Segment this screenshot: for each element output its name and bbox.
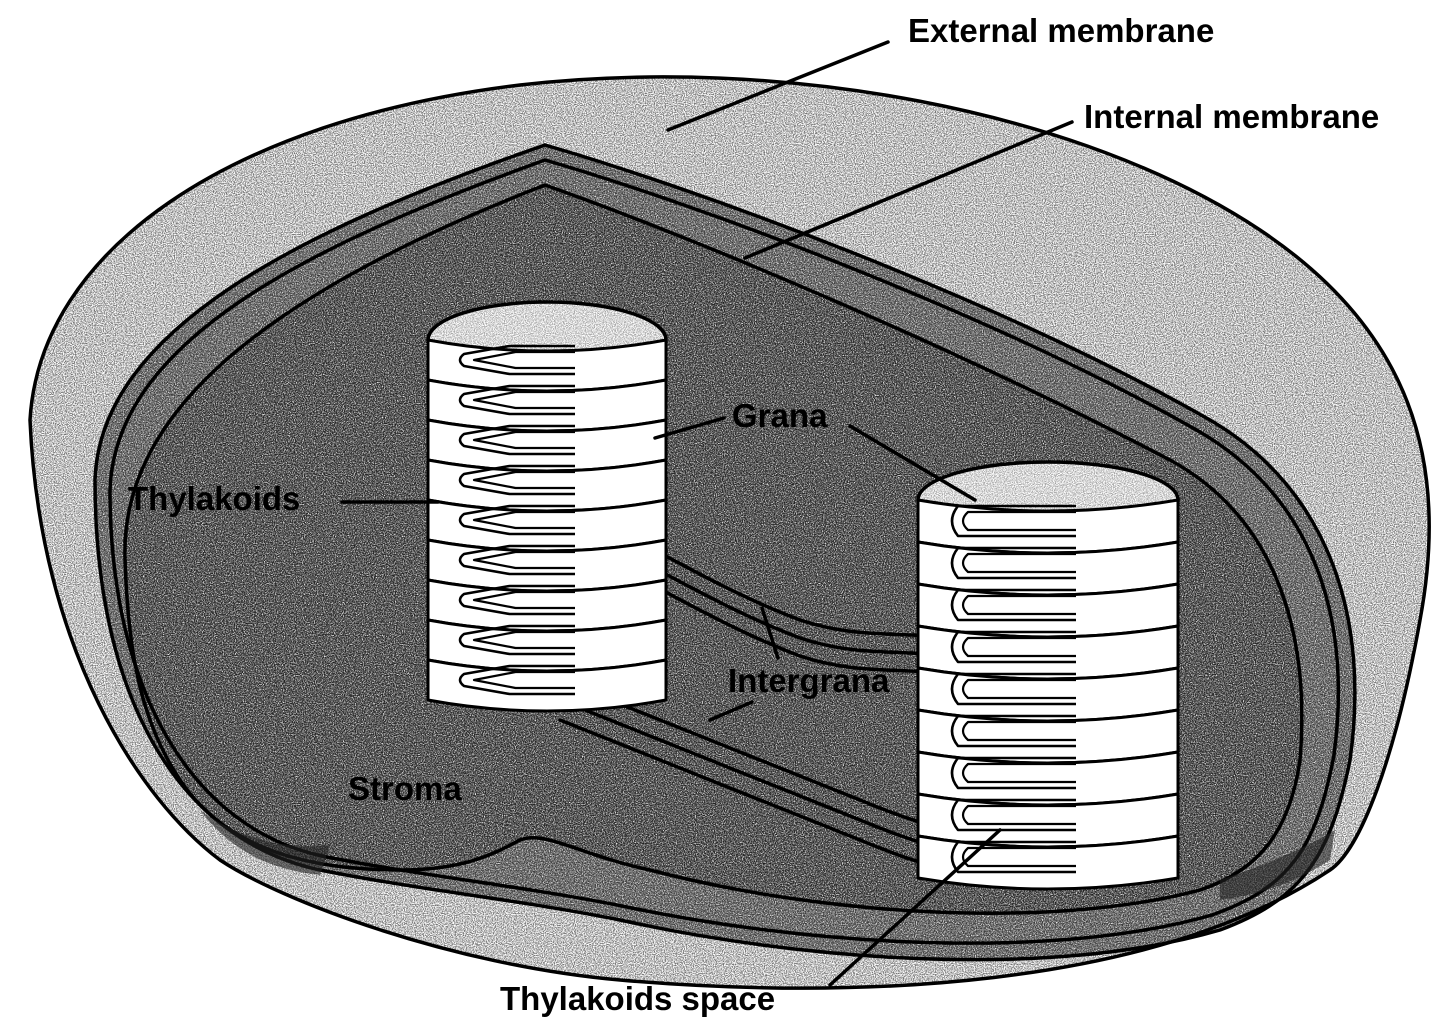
label-stroma: Stroma [348, 770, 462, 807]
label-intergrana: Intergrana [728, 662, 890, 699]
granum-right [918, 462, 1178, 889]
label-grana: Grana [732, 397, 828, 434]
label-thylakoids: Thylakoids [128, 480, 300, 517]
label-thylakoids-space: Thylakoids space [500, 980, 775, 1017]
label-internal-membrane: Internal membrane [1084, 98, 1379, 135]
granum-left [428, 302, 666, 711]
label-external-membrane: External membrane [908, 12, 1214, 49]
